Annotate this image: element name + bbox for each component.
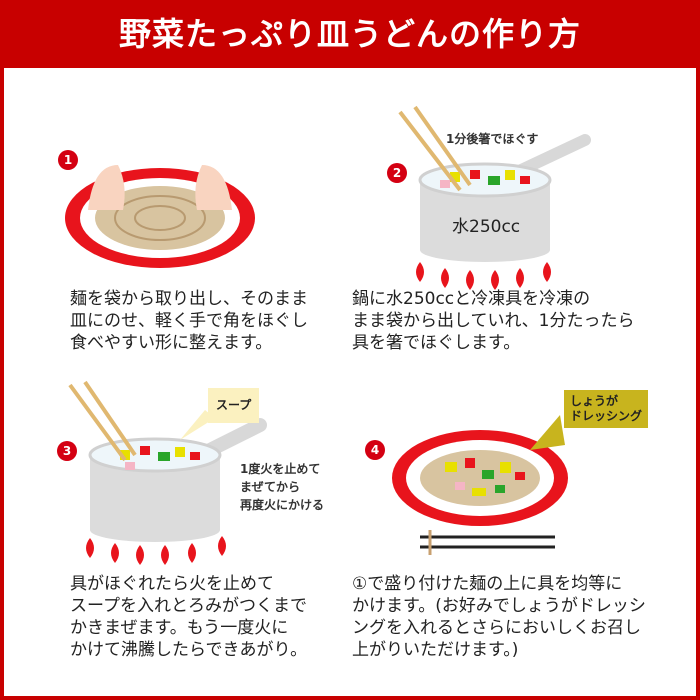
pot-water-label: 水250cc [452, 217, 521, 237]
flames-icon [86, 536, 226, 565]
finished-dish-illustration [392, 415, 568, 555]
step-3-text: 具がほぐれたら火を止めて スープを入れとろみがつくまで かきまぜます。もう一度火… [70, 574, 308, 660]
step-2-note: 1分後箸でほぐす [446, 132, 539, 146]
pot-with-soup-illustration [68, 380, 267, 542]
flames-icon [416, 262, 551, 290]
step-3-badge: 3 [57, 441, 77, 461]
pot-illustration [398, 105, 591, 262]
step-3-note: 1度火を止めて まぜてから 再度火にかける [240, 462, 325, 512]
step-2-badge: 2 [387, 163, 407, 183]
step-1-text: 麺を袋から取り出し、そのまま 皿にのせ、軽く手で角をほぐし 食べやすい形に整えま… [70, 289, 308, 353]
step-2-text: 鍋に水250ccと冷凍具を冷凍の まま袋から出していれ、1分たったら 具を箸でほ… [352, 289, 635, 353]
hand-icon [195, 165, 232, 210]
step-4-badge: 4 [365, 440, 385, 460]
step-4-text: ①で盛り付けた麺の上に具を均等に かけます。(お好みでしょうがドレッシ ングを入… [352, 574, 646, 660]
dressing-label: しょうが ドレッシング [564, 390, 649, 428]
step-1-badge: 1 [58, 150, 78, 170]
soup-label: スープ [208, 388, 260, 423]
page-title: 野菜たっぷり皿うどんの作り方 [0, 0, 700, 68]
plate-with-noodles-illustration [65, 165, 255, 268]
hand-icon [88, 165, 125, 210]
